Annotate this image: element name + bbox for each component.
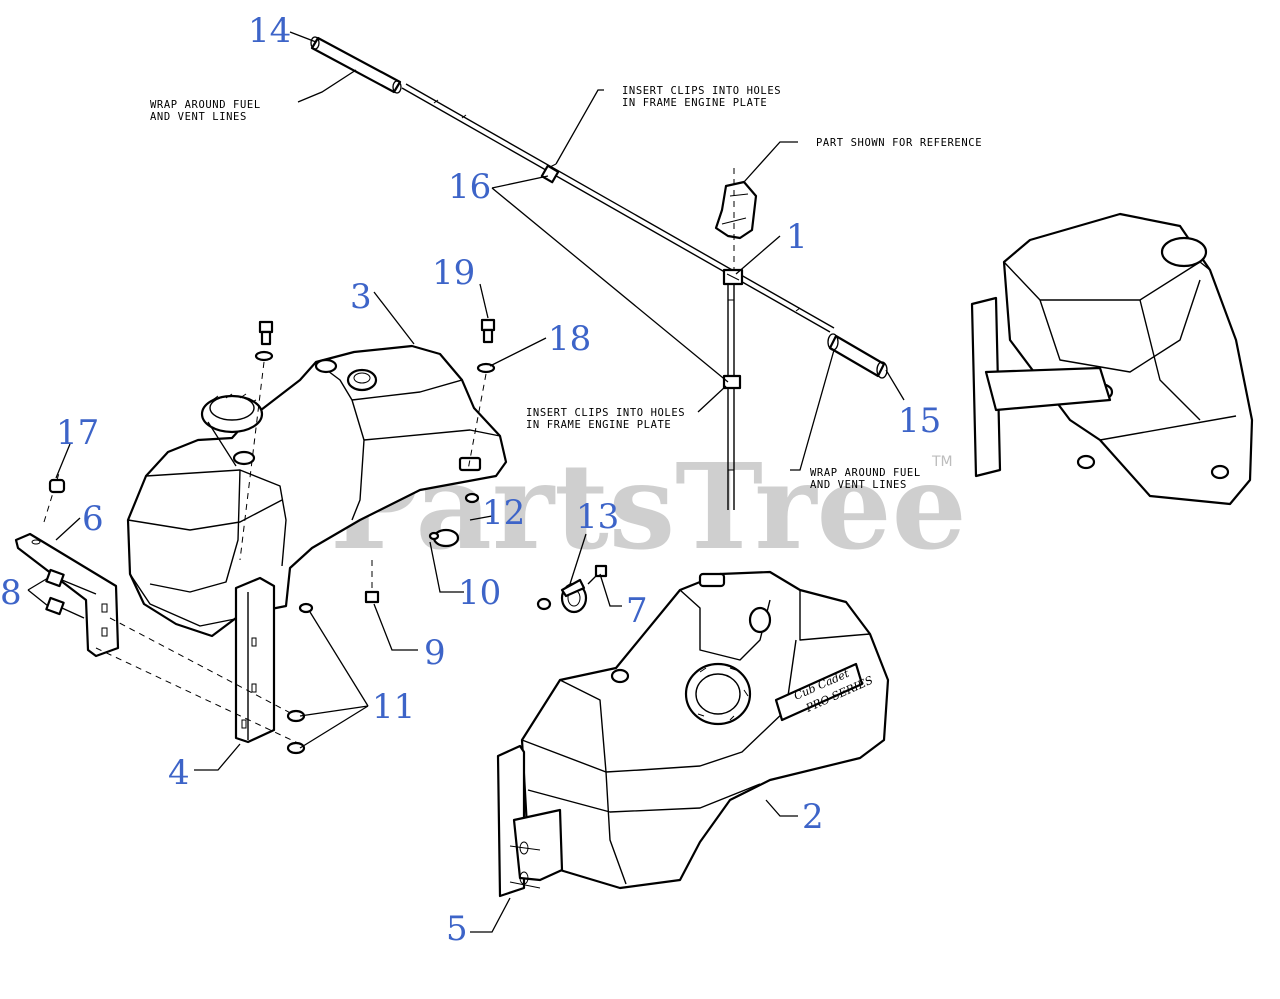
- callout-18[interactable]: 18: [548, 319, 591, 359]
- fuel-tank-3-assembly: [14, 318, 508, 755]
- note-insert-top-2: IN FRAME ENGINE PLATE: [622, 97, 767, 109]
- callout-5[interactable]: 5: [446, 909, 468, 949]
- bolt-top-left[interactable]: [254, 320, 274, 362]
- notes: WRAP AROUND FUEL AND VENT LINES INSERT C…: [150, 85, 982, 491]
- callout-11[interactable]: 11: [372, 687, 415, 727]
- clip-16-upper[interactable]: [540, 164, 560, 184]
- bracket-5[interactable]: [496, 744, 564, 898]
- mount-boss: [458, 456, 482, 472]
- fuel-gauge: [346, 368, 378, 392]
- tank-port: [232, 450, 256, 466]
- callout-8[interactable]: 8: [0, 573, 22, 613]
- nut-12[interactable]: [464, 492, 480, 504]
- callout-1[interactable]: 1: [786, 217, 808, 257]
- bolt-19[interactable]: [480, 318, 496, 344]
- hose-sleeve-14[interactable]: [310, 36, 402, 94]
- reference-bracket: [714, 168, 758, 270]
- fuel-line-assembly: [310, 36, 888, 510]
- screw-9[interactable]: [364, 560, 380, 604]
- note-wrap-top-1: WRAP AROUND FUEL: [150, 99, 261, 111]
- nut-17[interactable]: [48, 478, 66, 494]
- callout-3[interactable]: 3: [350, 277, 372, 317]
- callout-6[interactable]: 6: [82, 499, 104, 539]
- vent-fitting: [314, 358, 338, 374]
- clamp-13[interactable]: [536, 578, 588, 614]
- bracket-6[interactable]: [14, 532, 120, 658]
- callout-2[interactable]: 2: [802, 797, 824, 837]
- nut-11-c[interactable]: [298, 602, 314, 614]
- bolt-8-lower[interactable]: [45, 596, 85, 619]
- callout-19[interactable]: 19: [432, 253, 475, 293]
- callout-16[interactable]: 16: [448, 167, 491, 207]
- note-insert-mid-2: IN FRAME ENGINE PLATE: [526, 419, 671, 431]
- callout-14[interactable]: 14: [248, 11, 291, 51]
- callout-15[interactable]: 15: [898, 401, 941, 441]
- note-wrap-right-2: AND VENT LINES: [810, 479, 907, 491]
- note-reference: PART SHOWN FOR REFERENCE: [816, 137, 982, 149]
- nut-11-b[interactable]: [286, 741, 306, 755]
- callout-12[interactable]: 12: [482, 493, 525, 533]
- tank-2-vent: [610, 572, 772, 684]
- callout-17[interactable]: 17: [56, 413, 99, 453]
- callouts: 1 2 3 4 5 6 7 8 9 10 11 12 13 14 15 16 1…: [0, 11, 941, 949]
- fuel-tank-3[interactable]: [126, 344, 508, 638]
- clip-1[interactable]: [722, 268, 744, 286]
- note-wrap-right-1: WRAP AROUND FUEL: [810, 467, 921, 479]
- reference-tank: [970, 212, 1254, 506]
- trademark: TM: [931, 454, 953, 470]
- note-wrap-top-2: AND VENT LINES: [150, 111, 247, 123]
- note-insert-mid-1: INSERT CLIPS INTO HOLES: [526, 407, 685, 419]
- fuel-cap-left[interactable]: [200, 393, 264, 434]
- callout-13[interactable]: 13: [576, 497, 619, 537]
- callout-4[interactable]: 4: [168, 753, 190, 793]
- callout-9[interactable]: 9: [424, 633, 446, 673]
- reference-cap: [1160, 236, 1208, 268]
- note-insert-top-1: INSERT CLIPS INTO HOLES: [622, 85, 781, 97]
- bolt-8-upper[interactable]: [45, 568, 97, 595]
- leader-lines: [27, 31, 905, 933]
- hose-sleeve-15[interactable]: [827, 333, 888, 379]
- clamp-10[interactable]: [428, 528, 460, 548]
- fuel-tank-2[interactable]: Cub Cadet PRO SERIES: [496, 570, 890, 898]
- callout-7[interactable]: 7: [626, 591, 648, 631]
- clip-16-lower[interactable]: [722, 374, 742, 390]
- callout-10[interactable]: 10: [458, 573, 501, 613]
- fuel-cap-2[interactable]: [684, 662, 752, 726]
- bracket-4[interactable]: [234, 576, 276, 744]
